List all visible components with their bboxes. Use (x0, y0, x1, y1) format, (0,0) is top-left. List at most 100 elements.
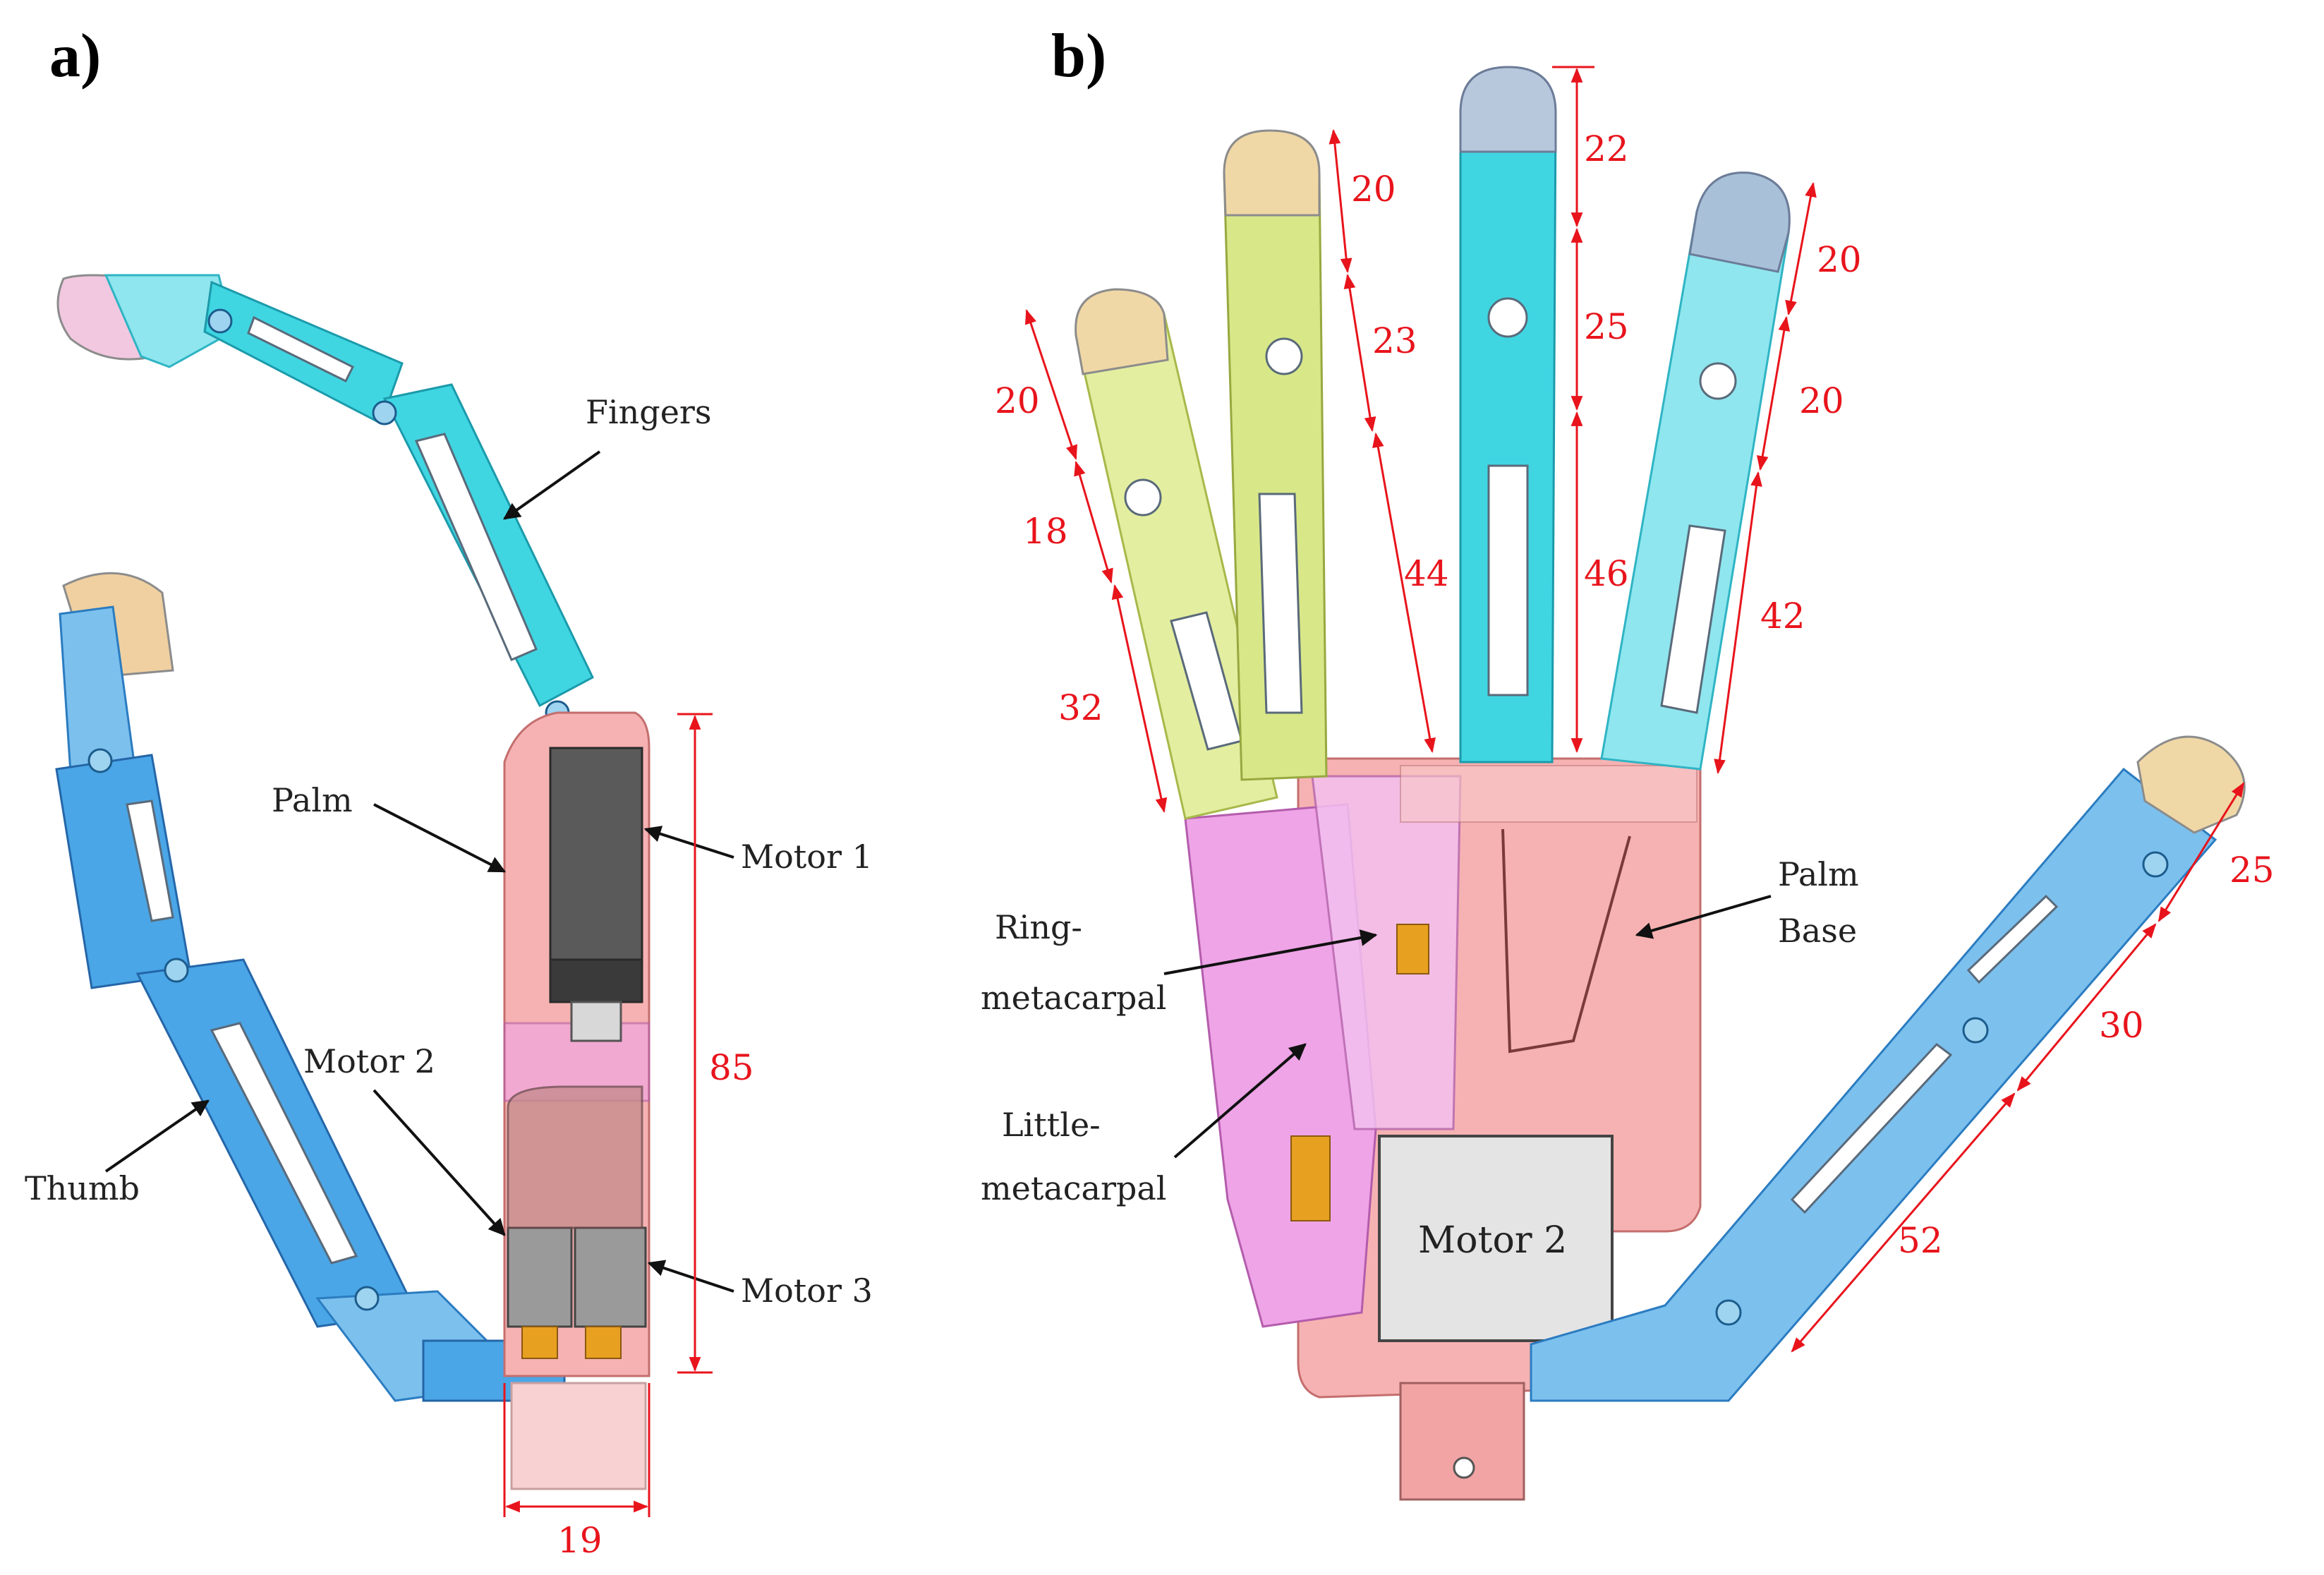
motor-2-body-side (507, 1226, 573, 1328)
dim-thumb-2: 30 (2099, 1005, 2144, 1046)
dim-index-1-line (1785, 181, 1817, 316)
finger-joint-2 (372, 400, 397, 426)
dim-ring-1-line (1329, 128, 1352, 274)
palm-tendon-guide (1501, 828, 1631, 1054)
thumb-label: Thumb (25, 1169, 140, 1207)
middle-phalanx-slot (247, 315, 355, 383)
palm-front: Motor 2 (1184, 757, 1702, 1501)
middle-finger-slot (1487, 464, 1529, 696)
index-finger-slot (1660, 524, 1726, 714)
dim-middle-1: 22 (1584, 128, 1629, 169)
wrist-hole (1453, 1456, 1475, 1479)
dim-index-3-line (1714, 471, 1762, 775)
dim-index-3: 42 (1760, 596, 1805, 636)
panel-b: b) Motor 2 (981, 22, 2275, 1501)
thumb-front-joint-3 (1715, 1299, 1742, 1326)
dim-85-value: 85 (709, 1047, 754, 1088)
motor-1-shaft (570, 1001, 622, 1042)
dim-thumb-3-line (1791, 1092, 2016, 1353)
thumb-joint-3 (354, 1286, 380, 1311)
ring-metacarpal-label-1: Ring- (995, 908, 1082, 946)
ring-finger-slot (1258, 493, 1303, 714)
dim-little-1-line (1025, 309, 1077, 460)
callouts-a: Fingers Palm Motor 1 Motor 2 Motor 3 Thu… (25, 393, 873, 1310)
thumb-front-slot-1 (1966, 894, 2059, 984)
dim-index-2: 20 (1799, 380, 1844, 421)
middle-fingertip (1459, 66, 1557, 153)
little-finger (1075, 288, 1278, 820)
callouts-b: Ring- metacarpal Little- metacarpal Palm… (981, 855, 1859, 1207)
dim-ring-3-line (1372, 432, 1436, 754)
thumb-joint-1 (87, 748, 113, 773)
dim-ring-2-line (1343, 273, 1376, 433)
dim-ring-3: 44 (1404, 553, 1449, 594)
dim-index-1: 20 (1817, 239, 1862, 280)
ring-fingertip (1223, 129, 1321, 217)
palm-base-arrow (1635, 895, 1772, 939)
dim-little-3-line (1111, 584, 1168, 814)
dim-little-1: 20 (995, 380, 1040, 421)
wrist-mount-side (510, 1382, 647, 1490)
little-metacarpal-label-1: Little- (1002, 1106, 1101, 1144)
dim-index-2-line (1756, 315, 1791, 471)
ring-metacarpal-label-2: metacarpal (981, 979, 1167, 1017)
ring-spring (1396, 924, 1429, 974)
motor2-label-a: Motor 2 (303, 1042, 435, 1080)
dim-ring-2: 23 (1372, 320, 1417, 361)
palm-arrow (373, 803, 507, 873)
dims-little-finger: 20 18 32 (995, 309, 1168, 814)
dim-little-3: 32 (1058, 687, 1103, 728)
wrist-connector (1399, 1382, 1525, 1501)
panel-a-label: a) (49, 22, 101, 90)
motor2-arrow-a (373, 1089, 506, 1236)
motor-2-gear (521, 1326, 558, 1359)
middle-finger (1459, 66, 1557, 764)
fingers-arrow (503, 450, 601, 520)
thumb-joint-2 (164, 958, 189, 983)
panel-a: a) (25, 22, 873, 1561)
dims-index-finger: 20 20 42 (1714, 181, 1862, 775)
thumb-front-joint-2 (1962, 1017, 1989, 1044)
index-finger-hole (1699, 362, 1737, 400)
motor-3-gear (585, 1326, 622, 1359)
distal-phalanx-side (104, 274, 234, 368)
little-metacarpal-arrow (1173, 1043, 1307, 1159)
dim-thumb-1-line (2157, 782, 2245, 922)
dims-thumb: 25 30 52 (1791, 782, 2275, 1353)
motor3-arrow (647, 1260, 734, 1293)
dim-19-value: 19 (557, 1520, 603, 1561)
dim-thumb-2-line (2016, 923, 2157, 1092)
palm-lower-housing (507, 1085, 643, 1229)
motor2-label-b: Motor 2 (1418, 1219, 1567, 1262)
finger-joint-1 (207, 308, 233, 334)
ring-finger (1223, 129, 1328, 781)
dim-middle-3: 46 (1584, 553, 1629, 594)
motor1-label: Motor 1 (741, 838, 873, 876)
panel-b-label: b) (1051, 22, 1106, 90)
dim-little-2-line (1074, 460, 1113, 584)
ring-finger-hole (1265, 337, 1303, 375)
motor-1-body (549, 747, 643, 961)
ring-metacarpal-arrow (1163, 929, 1378, 975)
thumb-proximal-slot (210, 1022, 358, 1265)
palm-label: Palm (272, 781, 353, 819)
palm-side (503, 711, 650, 1490)
dimensions-a: 85 19 (503, 713, 754, 1561)
little-metacarpal-label-2: metacarpal (981, 1169, 1167, 1207)
thumb-middle-side (55, 754, 192, 989)
index-finger (1600, 171, 1791, 771)
finger-assembly-side (56, 274, 594, 725)
dims-middle-finger: 22 25 46 (1552, 66, 1629, 754)
thumb-front-joint-1 (2142, 851, 2169, 878)
middle-finger-hole (1487, 297, 1528, 338)
index-fingertip (1688, 171, 1791, 273)
proximal-phalanx-slot (414, 433, 538, 661)
motor1-arrow (643, 826, 734, 859)
little-fingertip (1075, 288, 1169, 375)
motor3-label: Motor 3 (741, 1272, 873, 1310)
dim-middle-2: 25 (1584, 306, 1629, 347)
thumb-arrow (104, 1099, 210, 1173)
fingers-label: Fingers (586, 393, 712, 431)
dim-ring-1: 20 (1351, 169, 1396, 210)
